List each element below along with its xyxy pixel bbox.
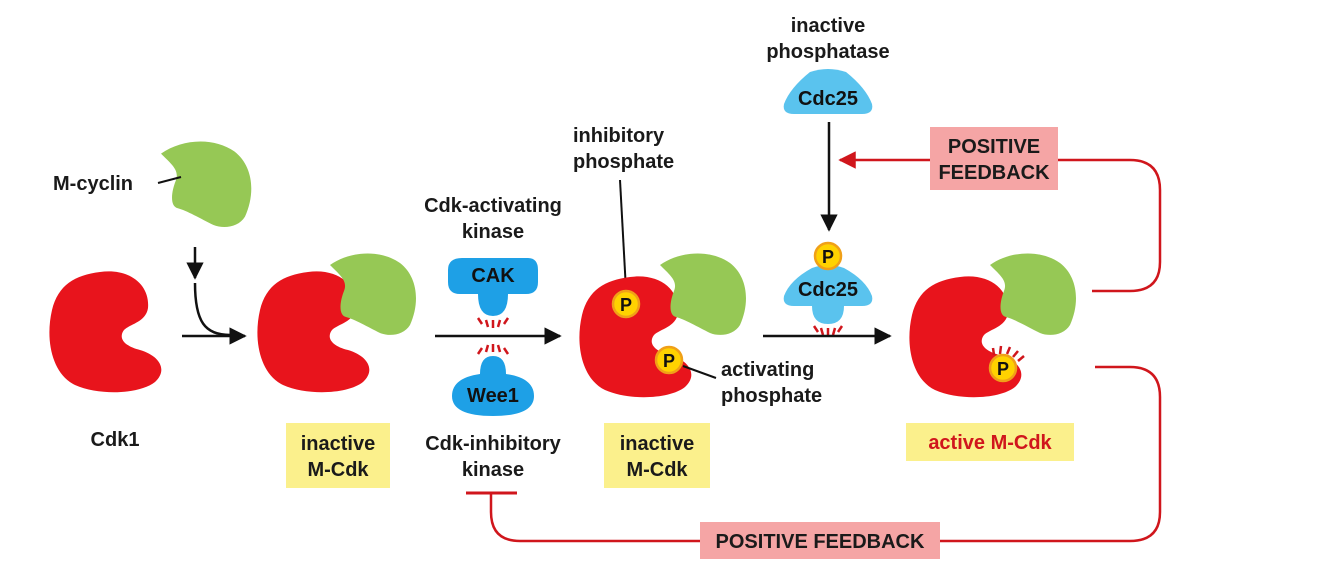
activating-phosphate-1: P bbox=[654, 345, 684, 375]
wee1-enzyme: Wee1 bbox=[452, 356, 534, 416]
activating-phosphate-label-line1: activating bbox=[721, 359, 814, 381]
cdc25-active-label: Cdc25 bbox=[798, 279, 858, 301]
positive-feedback-bottom-label: POSITIVE FEEDBACK bbox=[716, 531, 925, 553]
feedback-loop-bottom-line-left bbox=[489, 493, 700, 543]
m-cyclin-leader-line bbox=[157, 176, 182, 184]
inactive-m-cdk-label-line1: inactive bbox=[301, 433, 375, 455]
inactive-m-cdk-2-label-line1: inactive bbox=[620, 433, 694, 455]
positive-feedback-top-box: POSITIVE FEEDBACK bbox=[930, 127, 1058, 190]
cdc25-phosphate: P bbox=[813, 241, 843, 271]
activating-phosphate-symbol-1: P bbox=[663, 351, 675, 371]
inactive-m-cdk-label-box-2: inactive M-Cdk bbox=[604, 423, 710, 488]
cdk-inhibitory-kinase-label-line1: Cdk-inhibitory bbox=[425, 433, 561, 455]
cdk-activating-kinase-label-line1: Cdk-activating bbox=[424, 195, 562, 217]
activating-phosphate-leader bbox=[682, 365, 717, 379]
m-cyclin-protein bbox=[161, 141, 252, 228]
active-m-cdk-activity-rays bbox=[991, 345, 1025, 362]
feedback-loop-top-line-right bbox=[1052, 158, 1162, 293]
feedback-loop-bottom-line-right bbox=[940, 365, 1162, 543]
cdc25-phosphate-symbol: P bbox=[822, 247, 834, 267]
inactive-m-cdk-label-box-1: inactive M-Cdk bbox=[286, 423, 390, 488]
positive-feedback-top-line2: FEEDBACK bbox=[938, 162, 1050, 184]
activating-phosphate-label-line2: phosphate bbox=[721, 385, 822, 407]
cdk-activating-kinase-label-line2: kinase bbox=[462, 221, 524, 243]
positive-feedback-top-line1: POSITIVE bbox=[948, 136, 1040, 158]
inactive-phosphatase-label-line2: phosphatase bbox=[766, 41, 889, 63]
cdc25-inactive-enzyme: Cdc25 bbox=[783, 69, 873, 114]
cdc25-active-enzyme: Cdc25 bbox=[783, 265, 873, 324]
cak-enzyme: CAK bbox=[448, 258, 538, 316]
inhibitory-phosphate-label-line2: phosphate bbox=[573, 151, 674, 173]
cdk-inhibitory-kinase-label-line2: kinase bbox=[462, 459, 524, 481]
cak-activity-rays bbox=[476, 317, 510, 328]
cdk1-label: Cdk1 bbox=[91, 429, 140, 451]
inhibitory-phosphate-leader bbox=[619, 179, 627, 291]
activating-phosphate-2: P bbox=[988, 353, 1018, 383]
cyclin-binding-curve bbox=[193, 282, 231, 337]
inhibitory-phosphate-label-line1: inhibitory bbox=[573, 125, 665, 147]
active-m-cdk-label: active M-Cdk bbox=[928, 432, 1052, 454]
inactive-m-cdk-2-label-line2: M-Cdk bbox=[626, 459, 688, 481]
inhibitory-phosphate-symbol: P bbox=[620, 295, 632, 315]
wee1-label: Wee1 bbox=[467, 385, 519, 407]
positive-feedback-bottom-box: POSITIVE FEEDBACK bbox=[700, 522, 940, 559]
wee1-activity-rays bbox=[476, 344, 510, 355]
cdc25-inactive-label: Cdc25 bbox=[798, 88, 858, 110]
m-cyclin-label: M-cyclin bbox=[53, 173, 133, 195]
cdc25-activity-rays bbox=[812, 325, 844, 336]
activating-phosphate-symbol-2: P bbox=[997, 359, 1009, 379]
cak-label: CAK bbox=[471, 265, 515, 287]
inactive-m-cdk-complex-1 bbox=[257, 253, 416, 393]
inhibitory-phosphate: P bbox=[611, 289, 641, 319]
inactive-m-cdk-label-line2: M-Cdk bbox=[307, 459, 369, 481]
active-m-cdk-label-box: active M-Cdk bbox=[906, 423, 1074, 461]
inactive-phosphatase-label-line1: inactive bbox=[791, 15, 865, 37]
cdk1-protein bbox=[49, 271, 162, 393]
